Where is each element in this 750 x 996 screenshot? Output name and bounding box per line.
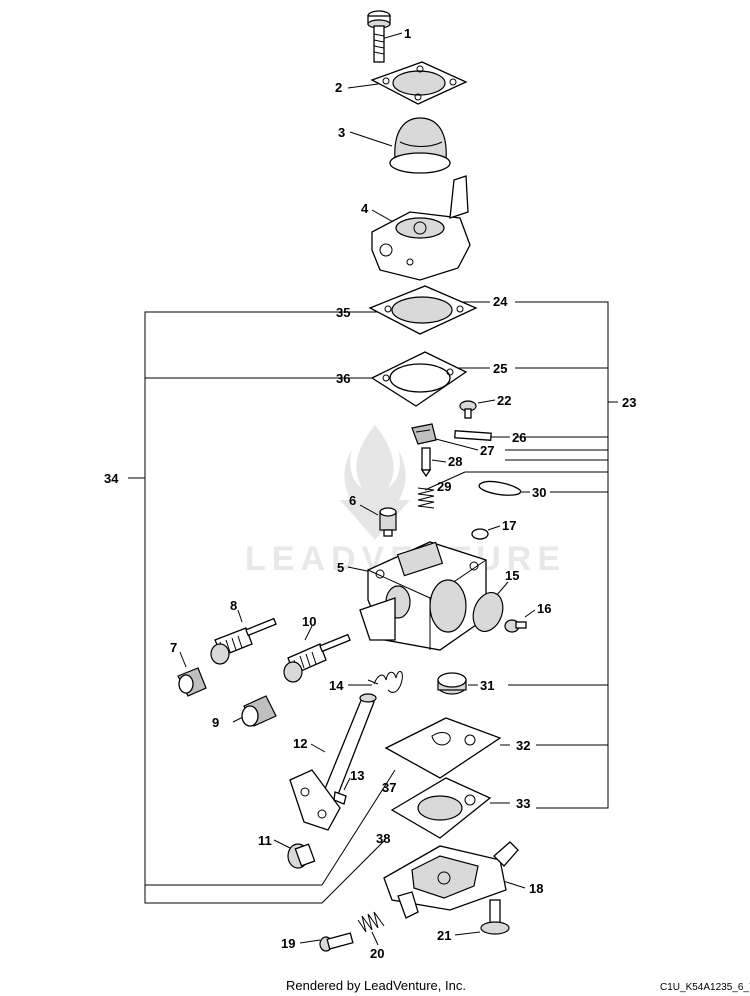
part-14-spring — [367, 671, 403, 693]
part-19-screw — [319, 932, 354, 952]
part-33-diaphragm — [390, 777, 492, 839]
part-7-limiter-cap — [177, 667, 207, 697]
part-26-pin — [454, 430, 492, 441]
diagram-code: C1U_K54A1235_6_7 — [660, 982, 750, 993]
part-29-spring — [417, 487, 435, 509]
callout-23: 23 — [622, 395, 636, 410]
part-27-lever — [411, 423, 437, 445]
part-12-throttle-shaft — [289, 693, 377, 831]
callout-11: 11 — [258, 833, 272, 848]
callout-37: 37 — [382, 780, 396, 795]
callout-15: 15 — [505, 568, 519, 583]
part-2-gasket-plate — [370, 61, 468, 105]
part-3-primer-bulb — [389, 117, 451, 174]
callout-19: 19 — [281, 936, 295, 951]
footer-credit: Rendered by LeadVenture, Inc. — [286, 978, 466, 993]
callout-35: 35 — [336, 305, 350, 320]
part-28-needle — [420, 447, 432, 478]
callout-8: 8 — [230, 598, 237, 613]
part-5-carburetor-body — [359, 541, 487, 651]
part-1-screw — [367, 10, 391, 63]
part-11-knob — [287, 843, 316, 869]
part-35-gasket — [368, 285, 478, 335]
callout-4: 4 — [361, 201, 369, 216]
callout-24: 24 — [493, 294, 508, 309]
part-17-clip — [471, 528, 489, 540]
bracket-34 — [128, 311, 396, 886]
part-32-gasket — [384, 717, 502, 779]
part-13-clip — [333, 791, 347, 805]
callout-20: 20 — [370, 946, 384, 961]
callout-33: 33 — [516, 796, 530, 811]
callout-30: 30 — [532, 485, 546, 500]
part-9-limiter-cap — [241, 695, 277, 727]
callout-6: 6 — [349, 493, 356, 508]
callout-10: 10 — [302, 614, 316, 629]
callout-22: 22 — [497, 393, 511, 408]
callout-2: 2 — [335, 80, 342, 95]
part-4-primer-housing — [371, 175, 471, 281]
callout-1: 1 — [404, 26, 411, 41]
callout-labels: 1 2 3 4 5 6 7 8 9 10 11 12 13 14 15 16 1… — [104, 26, 636, 961]
callout-36: 36 — [336, 371, 350, 386]
callout-26: 26 — [512, 430, 526, 445]
callout-28: 28 — [448, 454, 462, 469]
callout-13: 13 — [350, 768, 364, 783]
callout-12: 12 — [293, 736, 307, 751]
part-36-diaphragm — [370, 351, 468, 407]
callout-7: 7 — [170, 640, 177, 655]
callout-31: 31 — [480, 678, 494, 693]
callout-29: 29 — [437, 479, 451, 494]
callout-18: 18 — [529, 881, 543, 896]
bracket-23 — [465, 301, 618, 809]
part-30-o-ring — [478, 480, 522, 496]
part-8-adjust-screw — [210, 617, 277, 665]
callout-38: 38 — [376, 831, 390, 846]
part-10-adjust-screw — [283, 633, 351, 683]
part-6-cap — [379, 507, 397, 537]
callout-9: 9 — [212, 715, 219, 730]
callout-3: 3 — [338, 125, 345, 140]
part-15-disc — [472, 592, 504, 632]
callout-34: 34 — [104, 471, 119, 486]
callout-21: 21 — [437, 928, 451, 943]
callout-27: 27 — [480, 443, 494, 458]
callout-14: 14 — [329, 678, 344, 693]
part-22-screw — [459, 400, 477, 419]
callout-32: 32 — [516, 738, 530, 753]
callout-25: 25 — [493, 361, 507, 376]
part-31-nut — [437, 672, 467, 695]
callout-17: 17 — [502, 518, 516, 533]
part-21-screw — [480, 899, 510, 935]
watermark-logo — [340, 425, 410, 540]
callout-5: 5 — [337, 560, 344, 575]
part-20-spring — [357, 911, 385, 933]
part-16-screw — [504, 619, 527, 633]
bracket-38 — [144, 839, 386, 904]
callout-16: 16 — [537, 601, 551, 616]
part-18-pump-cover — [383, 841, 519, 919]
